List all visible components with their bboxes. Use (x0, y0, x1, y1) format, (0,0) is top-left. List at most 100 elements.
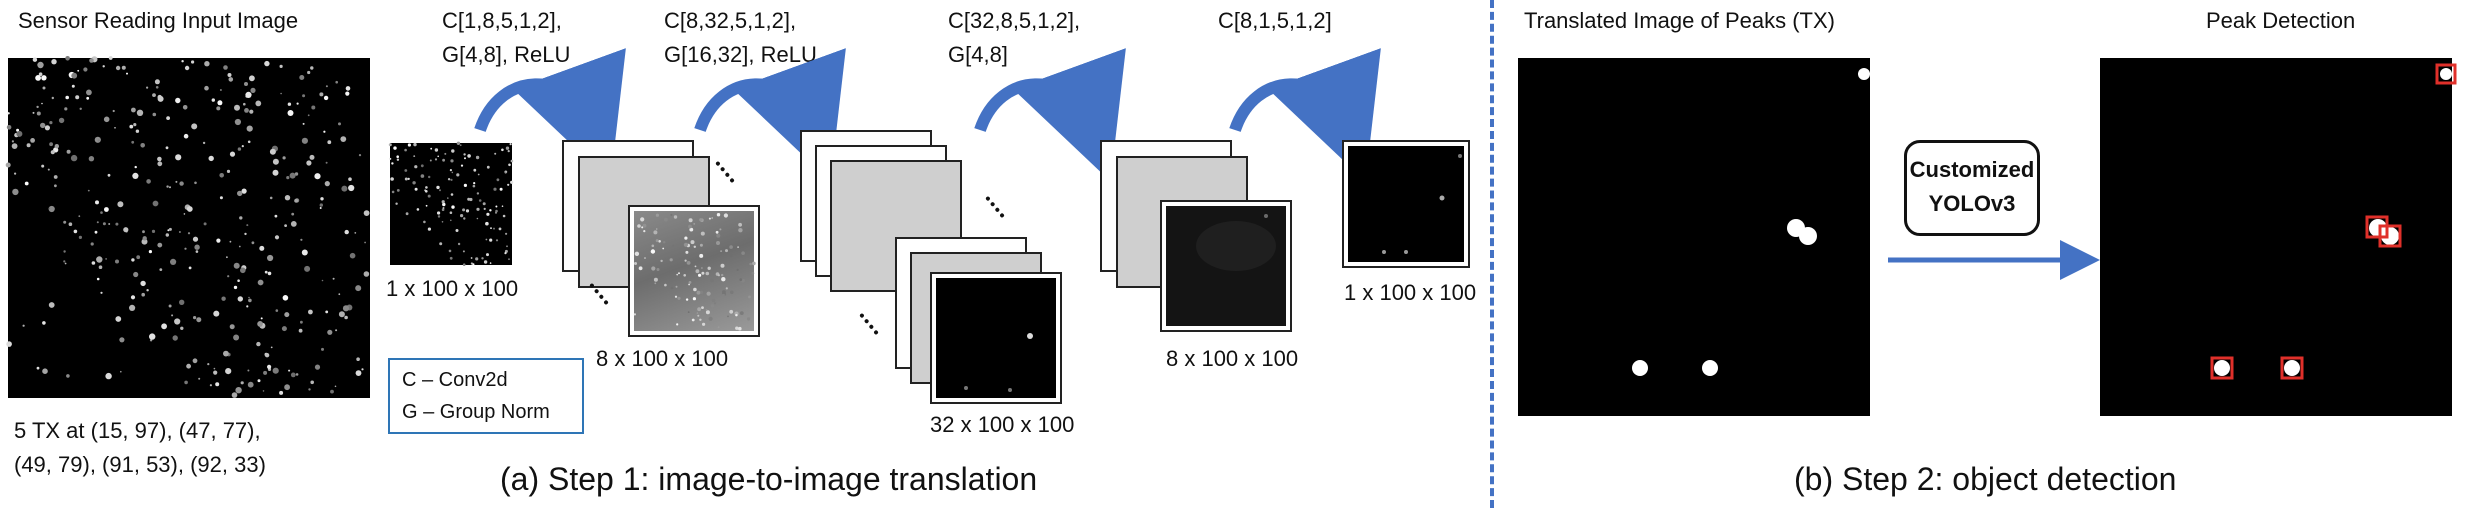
sensor-dot (48, 205, 55, 213)
sensor-dot (129, 304, 136, 311)
sensor-dot (449, 256, 453, 260)
sensor-dot (462, 263, 466, 266)
detection-box-5 (2280, 356, 2304, 380)
sensor-dot (707, 266, 711, 270)
sensor-dot (699, 218, 703, 222)
sensor-dot (729, 253, 733, 257)
input-image-title: Sensor Reading Input Image (18, 8, 299, 33)
sensor-dot (121, 65, 126, 70)
sensor-dot (699, 243, 703, 247)
sensor-dot (701, 306, 704, 309)
sensor-dot (727, 315, 729, 318)
sensor-dot (447, 197, 449, 199)
sensor-dot (274, 214, 278, 218)
sensor-dot (65, 95, 69, 100)
sensor-dot (194, 181, 197, 185)
sensor-dot (83, 67, 88, 72)
sensor-dot (319, 203, 323, 207)
sensor-dot (720, 250, 722, 252)
sensor-dot (702, 322, 706, 326)
sensor-dot (54, 144, 59, 149)
sensor-dot (170, 258, 177, 265)
sensor-dot (135, 129, 140, 133)
sensor-dot (171, 314, 174, 317)
sensor-dot (495, 205, 498, 208)
sensor-dot (656, 268, 660, 271)
sensor-dot (237, 296, 243, 302)
sensor-dot (699, 253, 704, 258)
sensor-dot (247, 140, 251, 144)
sensor-dot (692, 297, 696, 301)
sensor-dot (290, 372, 296, 378)
sensor-dot (423, 220, 426, 224)
sensor-dot (725, 287, 728, 290)
shape-label-4: 8 x 100 x 100 (1166, 346, 1299, 371)
sensor-dot (208, 155, 214, 162)
sensor-dot (257, 321, 263, 327)
sensor-dot (64, 107, 68, 111)
sensor-dot (231, 392, 238, 398)
sensor-dot (705, 309, 708, 311)
sensor-dot (219, 89, 222, 91)
sensor-dot (463, 183, 467, 187)
sensor-dot (175, 154, 182, 161)
sensor-dot (441, 208, 445, 211)
sensor-dot (448, 249, 452, 253)
sensor-dot (151, 229, 156, 233)
sensor-dot (505, 232, 508, 235)
sensor-dot (344, 229, 349, 235)
sensor-dot (38, 72, 43, 76)
sensor-dot (407, 143, 411, 147)
sensor-dot (710, 304, 715, 308)
sensor-dot (186, 206, 193, 212)
sensor-dot (279, 390, 284, 395)
sensor-dot (395, 202, 398, 205)
sensor-dot (233, 262, 240, 269)
sensor-dot (213, 367, 216, 370)
sensor-dot (260, 317, 263, 320)
sensor-dot (246, 305, 249, 308)
sensor-dot (338, 122, 341, 126)
sensor-dot (284, 195, 291, 201)
sensor-dot (129, 124, 134, 129)
sensor-dot (157, 94, 162, 100)
sensor-dot (91, 261, 96, 265)
sensor-dot (146, 179, 151, 184)
sensor-dot (136, 255, 141, 260)
sensor-dot (308, 388, 311, 391)
sensor-dot (64, 262, 67, 265)
sensor-dot (237, 279, 240, 282)
sensor-dot (341, 185, 348, 192)
sensor-dot (51, 59, 57, 65)
sensor-dot (165, 233, 169, 237)
sensor-dot (667, 328, 670, 331)
shape-label-5: 1 x 100 x 100 (1344, 280, 1477, 305)
sensor-dot (213, 370, 218, 375)
detection-box-4 (2210, 356, 2234, 380)
sensor-dot (407, 177, 410, 180)
sensor-dot (241, 145, 244, 148)
sensor-dot (739, 311, 744, 315)
sensor-dot (325, 161, 328, 164)
sensor-dot (676, 323, 679, 326)
sensor-dot (654, 282, 657, 285)
sensor-dot (504, 171, 507, 174)
sensor-dot (660, 259, 663, 263)
sensor-dot (172, 335, 178, 341)
sensor-dot (736, 268, 739, 271)
sensor-dot (146, 289, 149, 292)
sensor-dot (263, 370, 268, 375)
sensor-dot (183, 213, 186, 215)
sensor-dot (304, 265, 311, 272)
layer1-label-line1: C[1,8,5,1,2], (442, 8, 562, 33)
sensor-dot (502, 214, 506, 218)
sensor-dot (391, 190, 395, 194)
sensor-dot (651, 266, 656, 271)
sensor-dot (638, 266, 643, 271)
sensor-dot (86, 89, 92, 96)
sensor-dot (460, 164, 464, 167)
sensor-dot (90, 242, 94, 246)
layer2-label-line1: C[8,32,5,1,2], (664, 8, 797, 33)
sensor-dot (335, 329, 338, 332)
